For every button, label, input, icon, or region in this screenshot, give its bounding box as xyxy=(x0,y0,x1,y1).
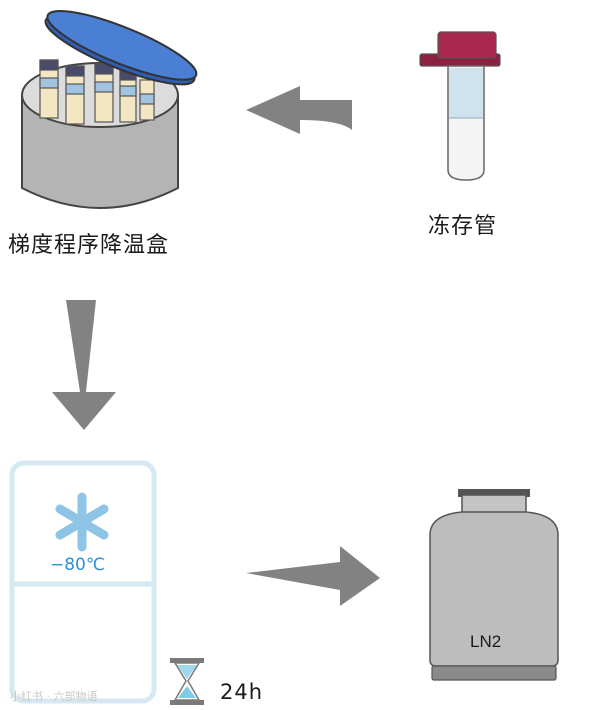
freezer-icon xyxy=(9,460,157,704)
freezer-temperature-label: −80℃ xyxy=(50,555,105,575)
snowflake-icon xyxy=(55,492,109,552)
cooling-box-label: 梯度程序降温盒 xyxy=(8,233,170,258)
cryovial-label: 冻存管 xyxy=(428,214,498,239)
ln2-tank-label: LN2 xyxy=(470,632,502,651)
ln2-tank-icon xyxy=(429,489,559,681)
cryovial-icon xyxy=(419,31,501,181)
duration-label: 24h xyxy=(220,680,264,704)
arrow-left xyxy=(246,86,352,134)
cooling-box-icon xyxy=(21,10,198,209)
watermark: 小红书 · 六部物语 xyxy=(10,690,98,703)
arrow-down xyxy=(52,300,116,430)
hourglass-icon xyxy=(170,658,204,705)
arrow-right xyxy=(246,546,380,606)
